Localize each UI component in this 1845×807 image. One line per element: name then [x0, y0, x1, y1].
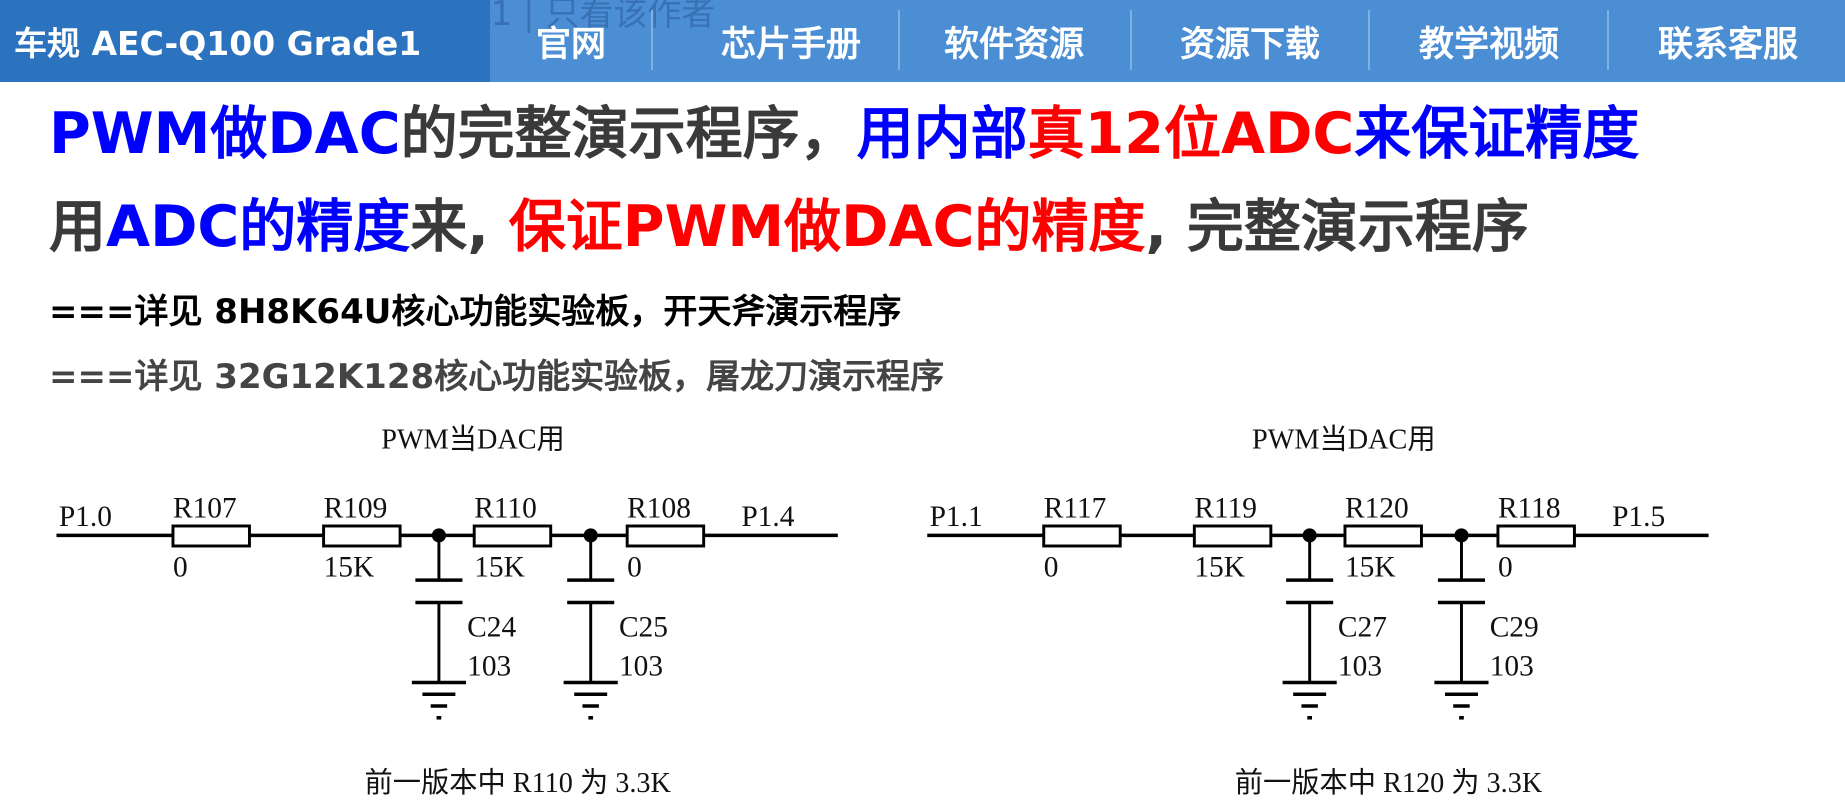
capacitor-label: C24 — [467, 612, 516, 644]
nav-divider — [898, 10, 900, 70]
headline-part: 来保证精度 — [1354, 101, 1640, 167]
output-pin-label: P1.5 — [1612, 501, 1665, 533]
nav-divider — [651, 10, 653, 70]
circuit-title: PWM当DAC用 — [1252, 423, 1436, 455]
headline-2: 用ADC的精度来, 保证PWM做DAC的精度, 完整演示程序 — [49, 181, 1529, 263]
resistor-label: R108 — [627, 493, 691, 525]
nav-official-site[interactable]: 官网 — [535, 24, 606, 65]
input-pin-label: P1.0 — [59, 501, 112, 533]
resistor-value: 0 — [1498, 552, 1513, 584]
resistor-symbol — [472, 524, 553, 548]
circuit-note: 前一版本中 R120 为 3.3K — [1235, 767, 1543, 799]
capacitor-value: 103 — [467, 650, 511, 682]
resistor-value: 15K — [1345, 552, 1396, 584]
headline-part: PWM做DAC — [49, 101, 401, 167]
circuit-note: 前一版本中 R110 为 3.3K — [365, 767, 672, 799]
resistor-label: R120 — [1345, 493, 1409, 525]
resistor-value: 0 — [1044, 552, 1059, 584]
nav-divider — [1130, 10, 1132, 70]
nav-datasheet[interactable]: 芯片手册 — [720, 24, 861, 65]
note-line-2: ===详见 32G12K128核心功能实验板，屠龙刀演示程序 — [49, 357, 945, 397]
headline-part: 用内部 — [856, 101, 1028, 167]
resistor-value: 15K — [474, 552, 525, 584]
resistor-symbol — [625, 524, 706, 548]
headline-part: 的完整演示程序， — [400, 101, 857, 167]
resistor-value: 15K — [1194, 552, 1245, 584]
capacitor-label: C27 — [1338, 612, 1387, 644]
input-pin-label: P1.1 — [930, 501, 983, 533]
headline-part: , 完整演示程序 — [1145, 194, 1529, 260]
circuit-title: PWM当DAC用 — [381, 423, 565, 455]
nav-divider — [1368, 10, 1370, 70]
resistor-value: 0 — [173, 552, 188, 584]
headline-part: 用 — [49, 194, 106, 260]
resistor-label: R109 — [324, 493, 388, 525]
resistor-label: R107 — [173, 493, 237, 525]
nav-divider — [1607, 10, 1609, 70]
resistor-symbol — [1343, 524, 1423, 548]
nav-software[interactable]: 软件资源 — [943, 24, 1084, 65]
resistor-value: 15K — [324, 552, 375, 584]
headline-part: 来, — [410, 194, 509, 260]
headline-part: ADC的精度 — [106, 194, 411, 260]
output-pin-label: P1.4 — [741, 501, 794, 533]
resistor-symbol — [1496, 524, 1576, 548]
nav-contact[interactable]: 联系客服 — [1657, 24, 1798, 65]
capacitor-label: C29 — [1490, 612, 1539, 644]
resistor-symbol — [322, 524, 402, 548]
headline-part: 真12位ADC — [1027, 101, 1355, 167]
capacitor-value: 103 — [1490, 650, 1534, 682]
top-nav-bar: 发表于 2025-10-7 19:34:01 | 只看该作者 车规 AEC-Q1… — [0, 0, 1845, 82]
nav-videos[interactable]: 教学视频 — [1418, 24, 1559, 65]
capacitor-value: 103 — [1338, 650, 1382, 682]
resistor-label: R117 — [1044, 493, 1107, 525]
resistor-symbol — [1192, 524, 1273, 548]
resistor-label: R110 — [474, 493, 537, 525]
resistor-label: R118 — [1498, 493, 1561, 525]
headline-part: 保证PWM做DAC的精度 — [508, 194, 1146, 260]
resistor-value: 0 — [627, 552, 642, 584]
resistor-symbol — [171, 524, 251, 548]
note-line-1: ===详见 8H8K64U核心功能实验板，开天斧演示程序 — [49, 292, 902, 332]
resistor-symbol — [1042, 524, 1122, 548]
capacitor-value: 103 — [619, 650, 663, 682]
headline-1: PWM做DAC的完整演示程序，用内部真12位ADC来保证精度 — [49, 88, 1639, 170]
capacitor-label: C25 — [619, 612, 668, 644]
nav-downloads[interactable]: 资源下载 — [1179, 24, 1320, 65]
brand-label[interactable]: 车规 AEC-Q100 Grade1 — [0, 0, 490, 82]
resistor-label: R119 — [1194, 493, 1257, 525]
